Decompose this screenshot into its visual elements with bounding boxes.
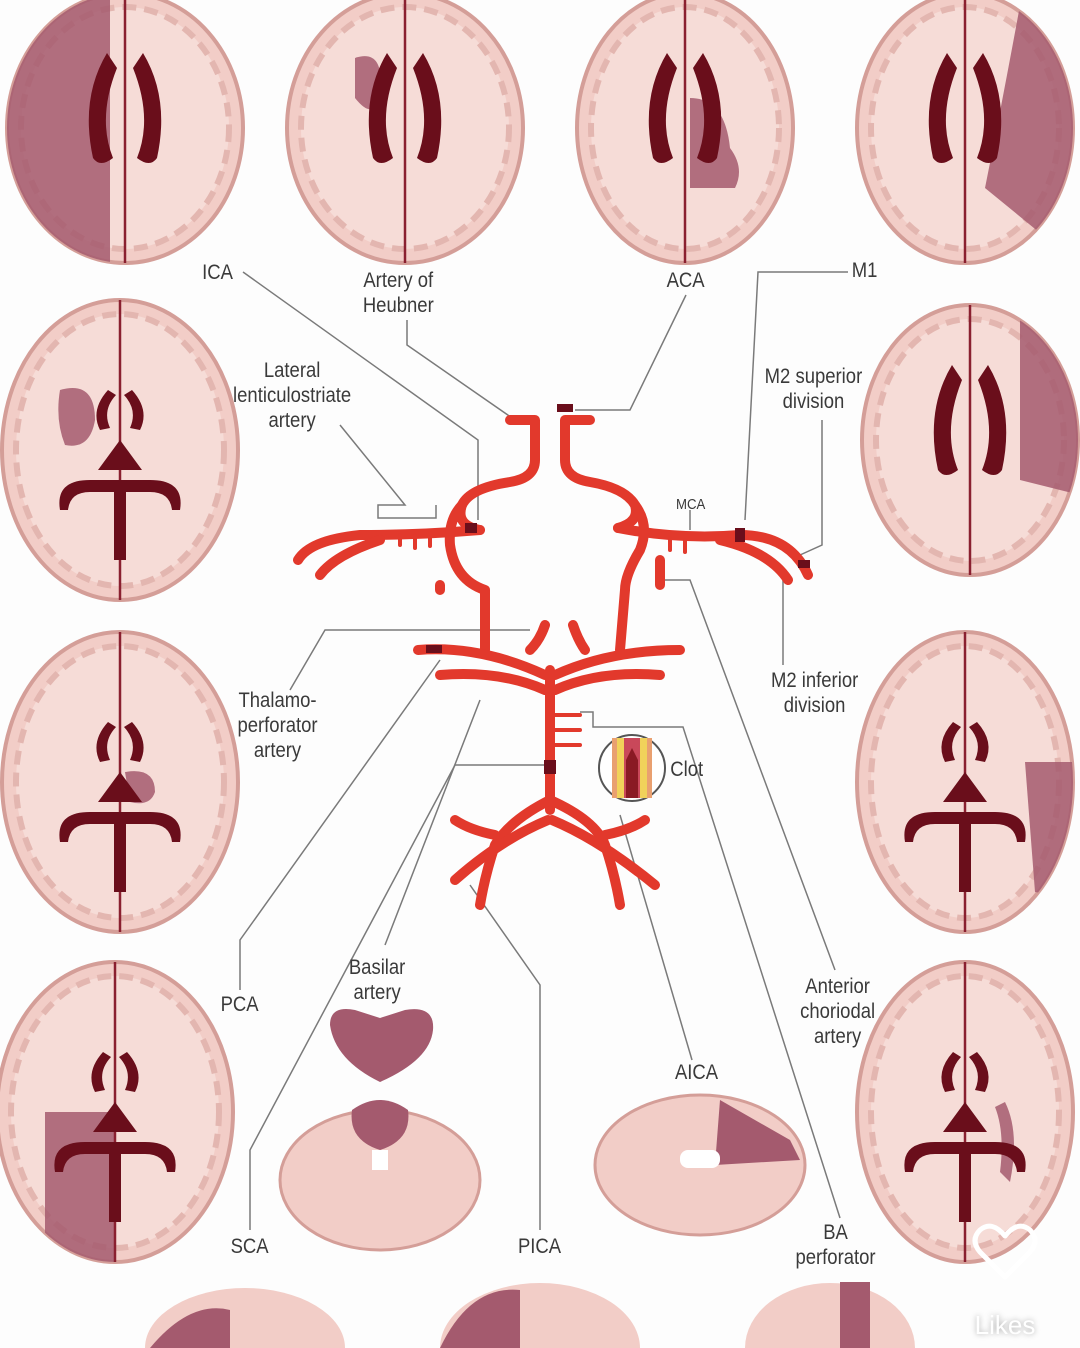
label-line: division bbox=[782, 390, 845, 413]
bottom-row-partial bbox=[145, 1282, 915, 1348]
label-line: Lateral bbox=[263, 359, 321, 382]
label-m1: M1 bbox=[851, 259, 878, 282]
brain-pca-territory bbox=[0, 960, 235, 1264]
brain-heubner-territory bbox=[285, 0, 525, 265]
brain-m2-superior-territory bbox=[860, 303, 1080, 577]
label-line: BA bbox=[823, 1221, 848, 1244]
label-line: lenticulostriate bbox=[233, 384, 352, 407]
label-line: perforator bbox=[795, 1246, 876, 1269]
brain-m2-inferior-territory bbox=[855, 630, 1075, 934]
likes-button[interactable]: Likes bbox=[960, 1222, 1050, 1341]
brain-aca-territory bbox=[575, 0, 795, 265]
brain-thalamoperforator-territory bbox=[0, 630, 240, 934]
label-line: Thalamo- bbox=[238, 689, 317, 712]
label-sca: SCA bbox=[230, 1235, 269, 1258]
label-mca: MCA bbox=[676, 496, 706, 513]
brain-lenticulostriate-territory bbox=[0, 298, 240, 602]
label-line: artery bbox=[253, 739, 302, 762]
label-line: artery bbox=[813, 1025, 862, 1048]
brain-anterior-choroidal-territory bbox=[855, 960, 1075, 1264]
label-ica: ICA bbox=[202, 261, 233, 284]
label-line: choriodal bbox=[800, 1000, 876, 1023]
label-line: M2 inferior bbox=[770, 669, 859, 692]
label-aica: AICA bbox=[674, 1061, 719, 1084]
label-line: division bbox=[783, 694, 846, 717]
label-aca: ACA bbox=[666, 269, 705, 292]
brain-ica-territory bbox=[5, 0, 245, 265]
label-clot: Clot bbox=[670, 758, 704, 781]
occlusion-marks bbox=[426, 404, 810, 774]
brain-m1-territory bbox=[855, 0, 1075, 265]
label-pica: PICA bbox=[517, 1235, 562, 1258]
brainstem-basilar bbox=[278, 1009, 482, 1252]
perforator-branches bbox=[398, 531, 687, 747]
cerebellum-aica bbox=[593, 1093, 807, 1237]
label-pca: PCA bbox=[220, 993, 259, 1016]
leader-lines bbox=[239, 271, 848, 1230]
clot-inset bbox=[598, 734, 666, 802]
label-line: artery bbox=[268, 409, 316, 432]
label-line: M2 superior bbox=[764, 365, 863, 388]
label-line: artery bbox=[353, 981, 401, 1004]
label-line: Basilar bbox=[348, 956, 406, 979]
label-line: Artery of bbox=[363, 269, 434, 292]
likes-label: Likes bbox=[974, 1310, 1036, 1340]
label-line: Anterior bbox=[805, 975, 870, 998]
label-line: perforator bbox=[237, 714, 318, 737]
label-line: Heubner bbox=[362, 294, 434, 317]
heart-icon bbox=[972, 1223, 1038, 1280]
circle-of-willis bbox=[293, 415, 813, 910]
